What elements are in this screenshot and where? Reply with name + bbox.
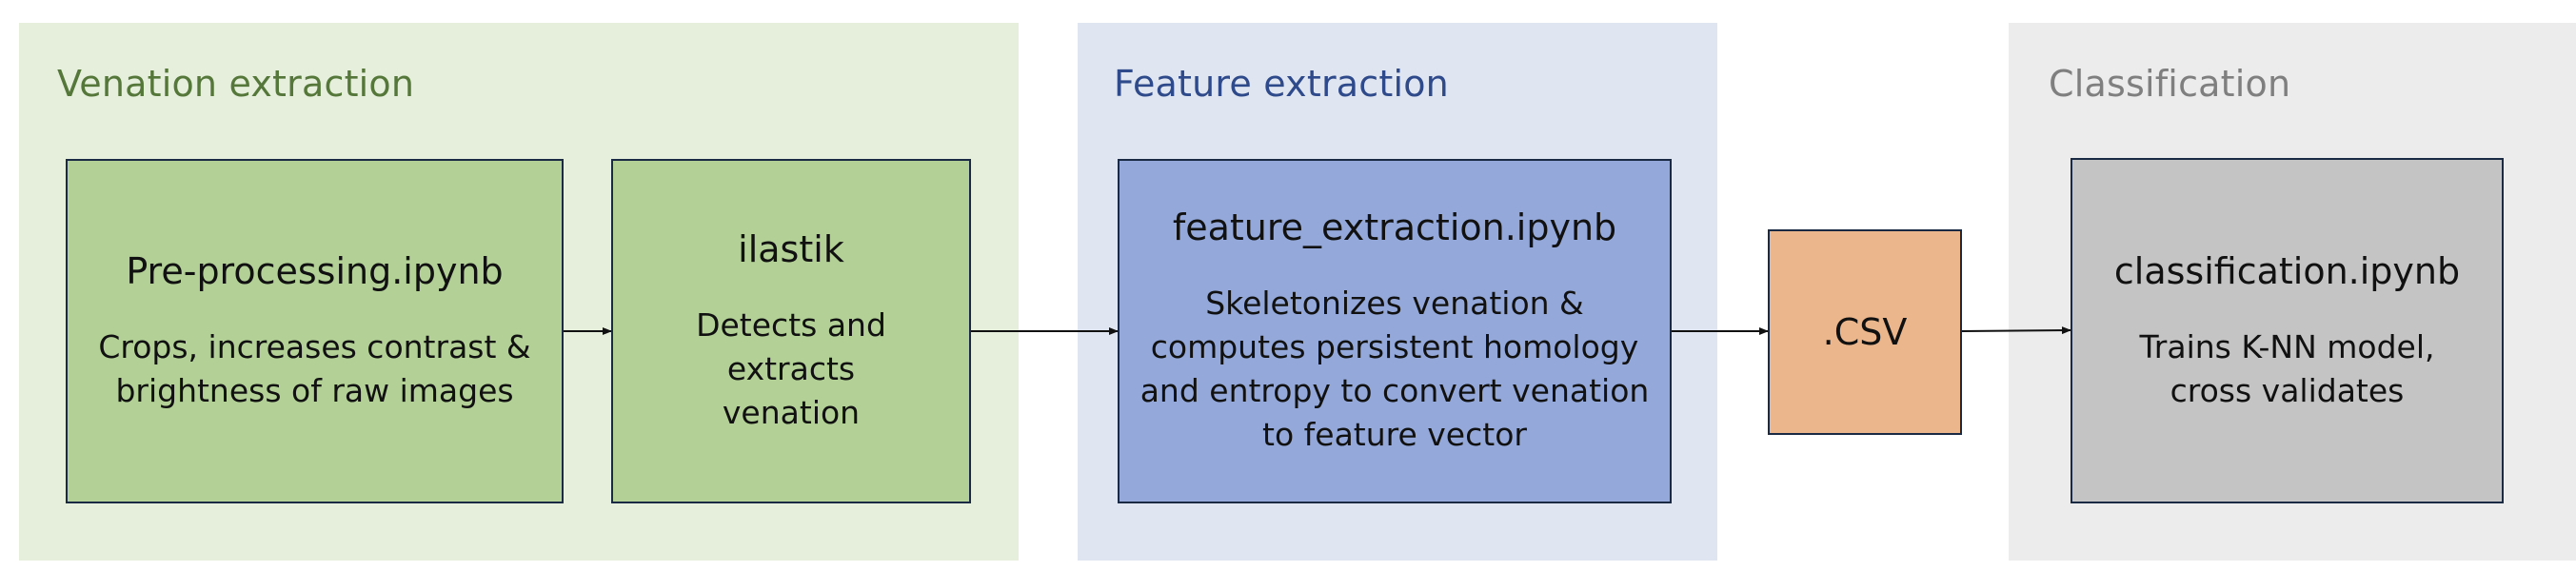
- node-csv-title: .CSV: [1822, 311, 1908, 353]
- node-csv: .CSV: [1768, 229, 1962, 435]
- node-preprocessing: Pre-processing.ipynb Crops, increases co…: [66, 159, 564, 503]
- node-preprocessing-description: Crops, increases contrast & brightness o…: [98, 328, 531, 409]
- panel-title-feature-extraction: Feature extraction: [1114, 63, 1449, 105]
- node-feature-extraction-description: Skeletonizes venation & computes persist…: [1139, 285, 1650, 453]
- node-feature-extraction: feature_extraction.ipynb Skeletonizes ve…: [1118, 159, 1672, 503]
- node-preprocessing-title: Pre-processing.ipynb: [126, 250, 504, 292]
- node-ilastik-title: ilastik: [738, 228, 844, 270]
- panel-title-classification: Classification: [2049, 63, 2291, 105]
- node-classification: classification.ipynb Trains K-NN model, …: [2071, 158, 2504, 503]
- node-classification-description: Trains K-NN model, cross validates: [2139, 327, 2435, 409]
- panel-title-venation-extraction: Venation extraction: [57, 63, 415, 105]
- node-classification-title: classification.ipynb: [2113, 249, 2461, 292]
- node-ilastik: ilastik Detects and extracts venation: [611, 159, 971, 503]
- node-ilastik-description: Detects and extracts venation: [696, 306, 886, 431]
- node-feature-extraction-title: feature_extraction.ipynb: [1172, 207, 1617, 248]
